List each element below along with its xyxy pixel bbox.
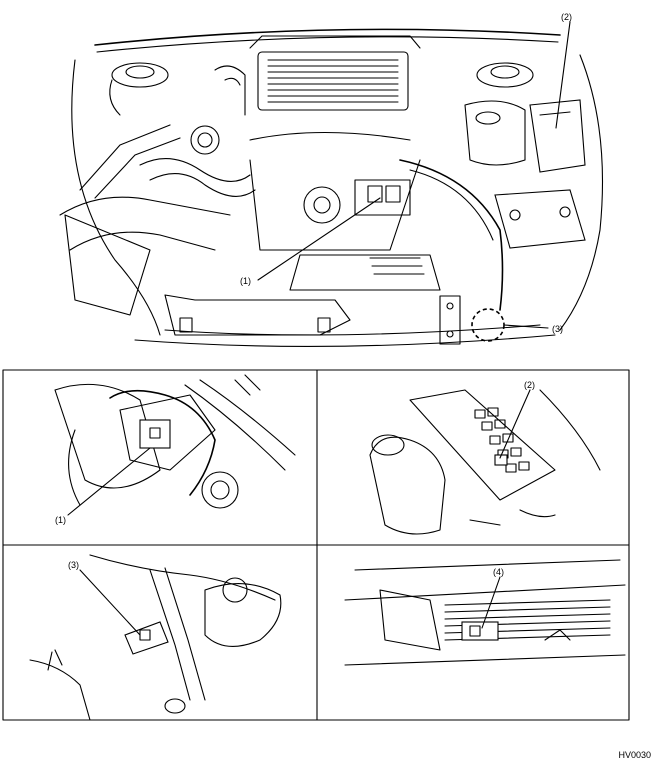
grille-lines <box>444 599 611 641</box>
panel2-leader <box>499 389 531 459</box>
intercooler-fins <box>267 59 399 103</box>
callout-label-1: (1) <box>240 276 251 286</box>
panel-top-right: (2) <box>369 380 601 535</box>
connector-highlight-circle <box>471 308 505 342</box>
callout-label-2: (2) <box>561 12 572 22</box>
panel1-callout: (1) <box>55 515 66 525</box>
panel1-leader <box>67 447 151 516</box>
panel3-callout: (3) <box>68 560 79 570</box>
panel-bottom-left: (3) <box>29 554 282 721</box>
figure-code: HV0030 <box>618 750 651 760</box>
panel4-callout: (4) <box>493 567 504 577</box>
callout-label-3: (3) <box>552 324 563 334</box>
panel-top-left: (1) <box>54 374 296 525</box>
leader-line-2 <box>555 21 571 129</box>
detail-panels-grid <box>2 369 630 721</box>
panel4-leader <box>481 576 501 629</box>
leader-line-1 <box>257 197 381 281</box>
panel-bottom-right: (4) <box>344 559 626 666</box>
main-engine-view: (1) (2) (3) <box>59 12 603 347</box>
panel3-leader <box>79 569 141 636</box>
leader-line-3 <box>503 324 549 329</box>
panel2-callout: (2) <box>524 380 535 390</box>
